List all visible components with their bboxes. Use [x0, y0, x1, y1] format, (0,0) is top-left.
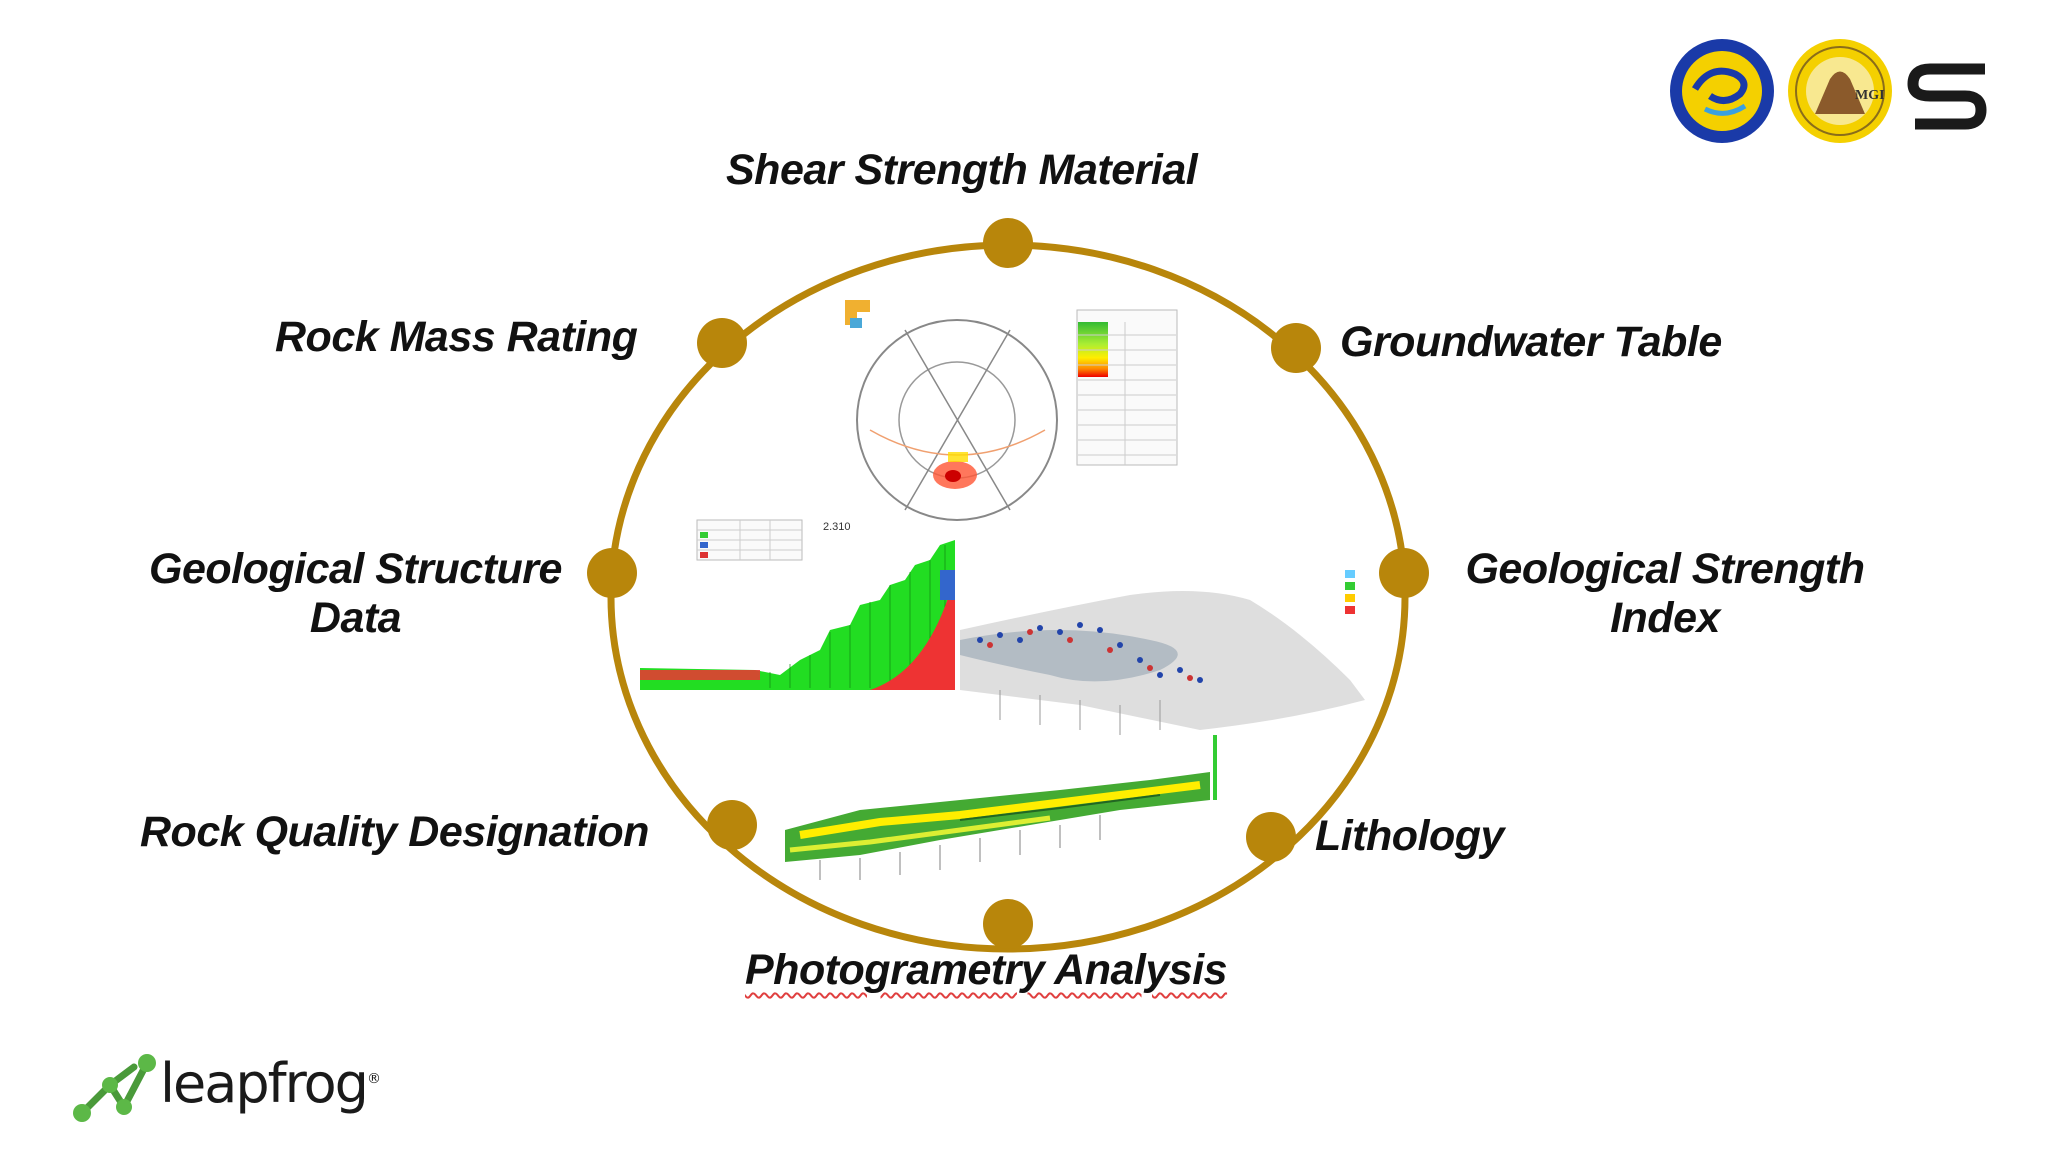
ring-nodes	[587, 218, 1429, 949]
partner-logos: MGI	[1670, 39, 1987, 143]
terrain-3d-model	[960, 570, 1365, 735]
material-table	[696, 519, 803, 561]
slope-stability-section	[640, 540, 955, 690]
lithology-block-model	[785, 735, 1217, 880]
leapfrog-text: leapfrog	[160, 1052, 369, 1115]
label-geological-strength-index: Geological Strength Index	[1445, 545, 1885, 644]
mgei-logo-icon: MGI	[1788, 39, 1892, 143]
node-geological-strength	[1379, 548, 1429, 598]
factor-of-safety-label: 2.310	[823, 521, 851, 533]
s-brand-icon	[1907, 63, 1987, 130]
label-geological-strength-line2: Index	[1610, 594, 1720, 643]
label-geological-structure-line1: Geological Structure	[149, 545, 562, 593]
label-geological-structure-data: Geological Structure Data	[128, 545, 583, 644]
label-shear-strength-material: Shear Strength Material	[726, 146, 1198, 194]
registered-mark: ®	[366, 1071, 381, 1087]
results-table	[1076, 309, 1178, 466]
label-lithology: Lithology	[1315, 812, 1504, 860]
mgi-logo-text: MGI	[1855, 88, 1885, 103]
label-groundwater-table: Groundwater Table	[1340, 318, 1722, 366]
node-geological-structure	[587, 548, 637, 598]
node-rock-quality	[707, 800, 757, 850]
iagi-logo-icon	[1670, 39, 1774, 143]
label-geological-strength-line1: Geological Strength	[1465, 545, 1865, 593]
label-rock-mass-rating: Rock Mass Rating	[275, 313, 638, 361]
label-rock-quality-designation: Rock Quality Designation	[140, 808, 649, 856]
stereonet-plot	[845, 300, 1058, 521]
label-geological-structure-line2: Data	[309, 594, 402, 643]
node-lithology	[1246, 812, 1296, 862]
leapfrog-logo-icon	[73, 1054, 156, 1122]
node-rock-mass-rating	[697, 318, 747, 368]
node-groundwater-table	[1271, 323, 1321, 373]
leapfrog-wordmark: leapfrog®	[160, 1052, 381, 1115]
node-photogrametry	[983, 899, 1033, 949]
node-shear-strength	[983, 218, 1033, 268]
label-photogrametry-text: Photogrametry Analysis	[745, 946, 1228, 994]
label-photogrametry-analysis: Photogrametry Analysis	[745, 946, 1228, 995]
